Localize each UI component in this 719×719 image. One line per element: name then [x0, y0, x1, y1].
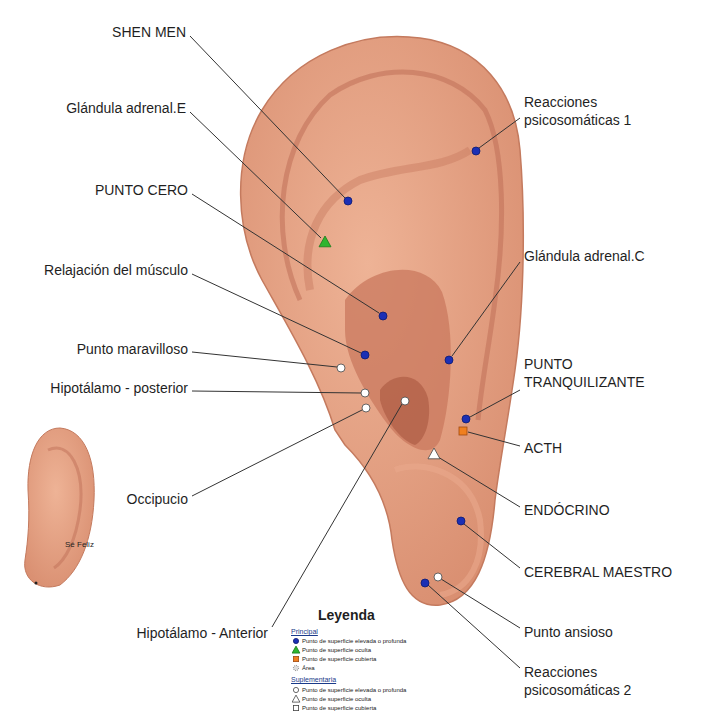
- point-label: Punto maravilloso: [8, 340, 188, 358]
- point-marker: [292, 695, 300, 702]
- point-marker: [337, 364, 345, 372]
- point-marker: [421, 579, 429, 587]
- point-marker: [457, 517, 465, 525]
- leader-line: [192, 391, 361, 393]
- legend-row: Área: [292, 664, 315, 672]
- point-marker: [459, 427, 467, 435]
- leader-line: [192, 194, 379, 313]
- legend-text: Punto de superficie cubierta: [302, 705, 376, 711]
- legend-symbol: [292, 686, 301, 694]
- point-marker: [401, 397, 409, 405]
- point-marker: [445, 356, 453, 364]
- ear-canal: [380, 377, 429, 445]
- legend-symbol: [292, 646, 301, 654]
- point-label: ENDÓCRINO: [524, 501, 709, 519]
- point-label: Glándula adrenal.C: [524, 247, 709, 265]
- point-marker: [292, 646, 300, 653]
- point-label: PUNTO CERO: [8, 181, 188, 199]
- legend-row: Punto de superficie elevada o profunda: [292, 637, 406, 645]
- point-marker: [293, 638, 298, 643]
- legend-symbol: [292, 704, 301, 712]
- point-marker: [293, 687, 298, 692]
- small-ear-rim: [48, 448, 81, 568]
- legend-text: Punto de superficie oculta: [302, 696, 371, 702]
- legend-row: Punto de superficie elevada o profunda: [292, 686, 406, 694]
- legend-row: Punto de superficie cubierta: [292, 704, 376, 712]
- leader-line: [192, 410, 362, 496]
- point-marker: [293, 665, 298, 670]
- point-label: ACTH: [524, 439, 709, 457]
- point-label: PUNTO TRANQUILIZANTE: [524, 355, 674, 391]
- legend-symbol: [292, 695, 301, 703]
- leader-line: [272, 404, 402, 627]
- antihelix: [307, 150, 470, 290]
- legend-symbol: [292, 664, 301, 672]
- point-marker: [472, 147, 480, 155]
- legend-row: Punto de superficie cubierta: [292, 655, 376, 663]
- leader-line: [438, 457, 520, 507]
- point-marker: [434, 573, 442, 581]
- point-label: CEREBRAL MAESTRO: [524, 563, 714, 581]
- legend-row: Punto de superficie oculta: [292, 695, 371, 703]
- legend-text: Área: [302, 665, 315, 671]
- point-marker: [428, 448, 440, 459]
- legend-symbol: [292, 655, 301, 663]
- point-label: Hipotálamo - posterior: [8, 379, 188, 397]
- legend-symbol: [292, 637, 301, 645]
- point-label: Reacciones psicosomáticas 1: [524, 93, 674, 129]
- point-label: Reacciones psicosomáticas 2: [524, 663, 674, 699]
- legend-row: Punto de superficie oculta: [292, 646, 371, 654]
- point-marker: [344, 197, 352, 205]
- point-label: Sé Feliz: [65, 540, 105, 550]
- point-marker: [362, 404, 370, 412]
- small-ear: [25, 428, 95, 587]
- legend-text: Punto de superficie oculta: [302, 647, 371, 653]
- legend-text: Punto de superficie elevada o profunda: [302, 687, 406, 693]
- leader-line: [479, 118, 520, 148]
- point-marker: [293, 705, 298, 710]
- legend-text: Punto de superficie cubierta: [302, 656, 376, 662]
- ear-outline: [241, 37, 524, 606]
- small-ear-point: [35, 582, 38, 585]
- point-marker: [361, 351, 369, 359]
- legend-heading: Suplementaria: [291, 676, 371, 684]
- leader-line: [464, 524, 520, 568]
- point-label: Relajación del músculo: [8, 261, 188, 279]
- concha: [345, 270, 451, 450]
- point-marker: [379, 312, 387, 320]
- point-label: Glándula adrenal.E: [6, 99, 186, 117]
- point-label: Punto ansioso: [524, 623, 709, 641]
- leader-line: [190, 112, 321, 238]
- lobe-shade: [395, 467, 481, 595]
- leader-line: [468, 432, 520, 446]
- leader-line: [192, 274, 361, 353]
- point-label: SHEN MEN: [6, 23, 186, 41]
- point-marker: [462, 415, 470, 423]
- legend-heading: Leyenda: [318, 607, 418, 623]
- point-label: Occipucio: [8, 490, 188, 508]
- point-marker: [319, 236, 331, 247]
- point-marker: [293, 656, 298, 661]
- point-label: Hipotálamo - Anterior: [8, 624, 268, 642]
- leader-line: [441, 579, 520, 628]
- point-marker: [361, 389, 369, 397]
- legend-heading: Principal: [291, 628, 371, 636]
- legend-text: Punto de superficie elevada o profunda: [302, 638, 406, 644]
- leader-line: [190, 36, 345, 198]
- leader-line: [428, 585, 520, 668]
- leader-line: [192, 352, 337, 367]
- leader-line: [470, 390, 520, 417]
- leader-line: [452, 262, 520, 356]
